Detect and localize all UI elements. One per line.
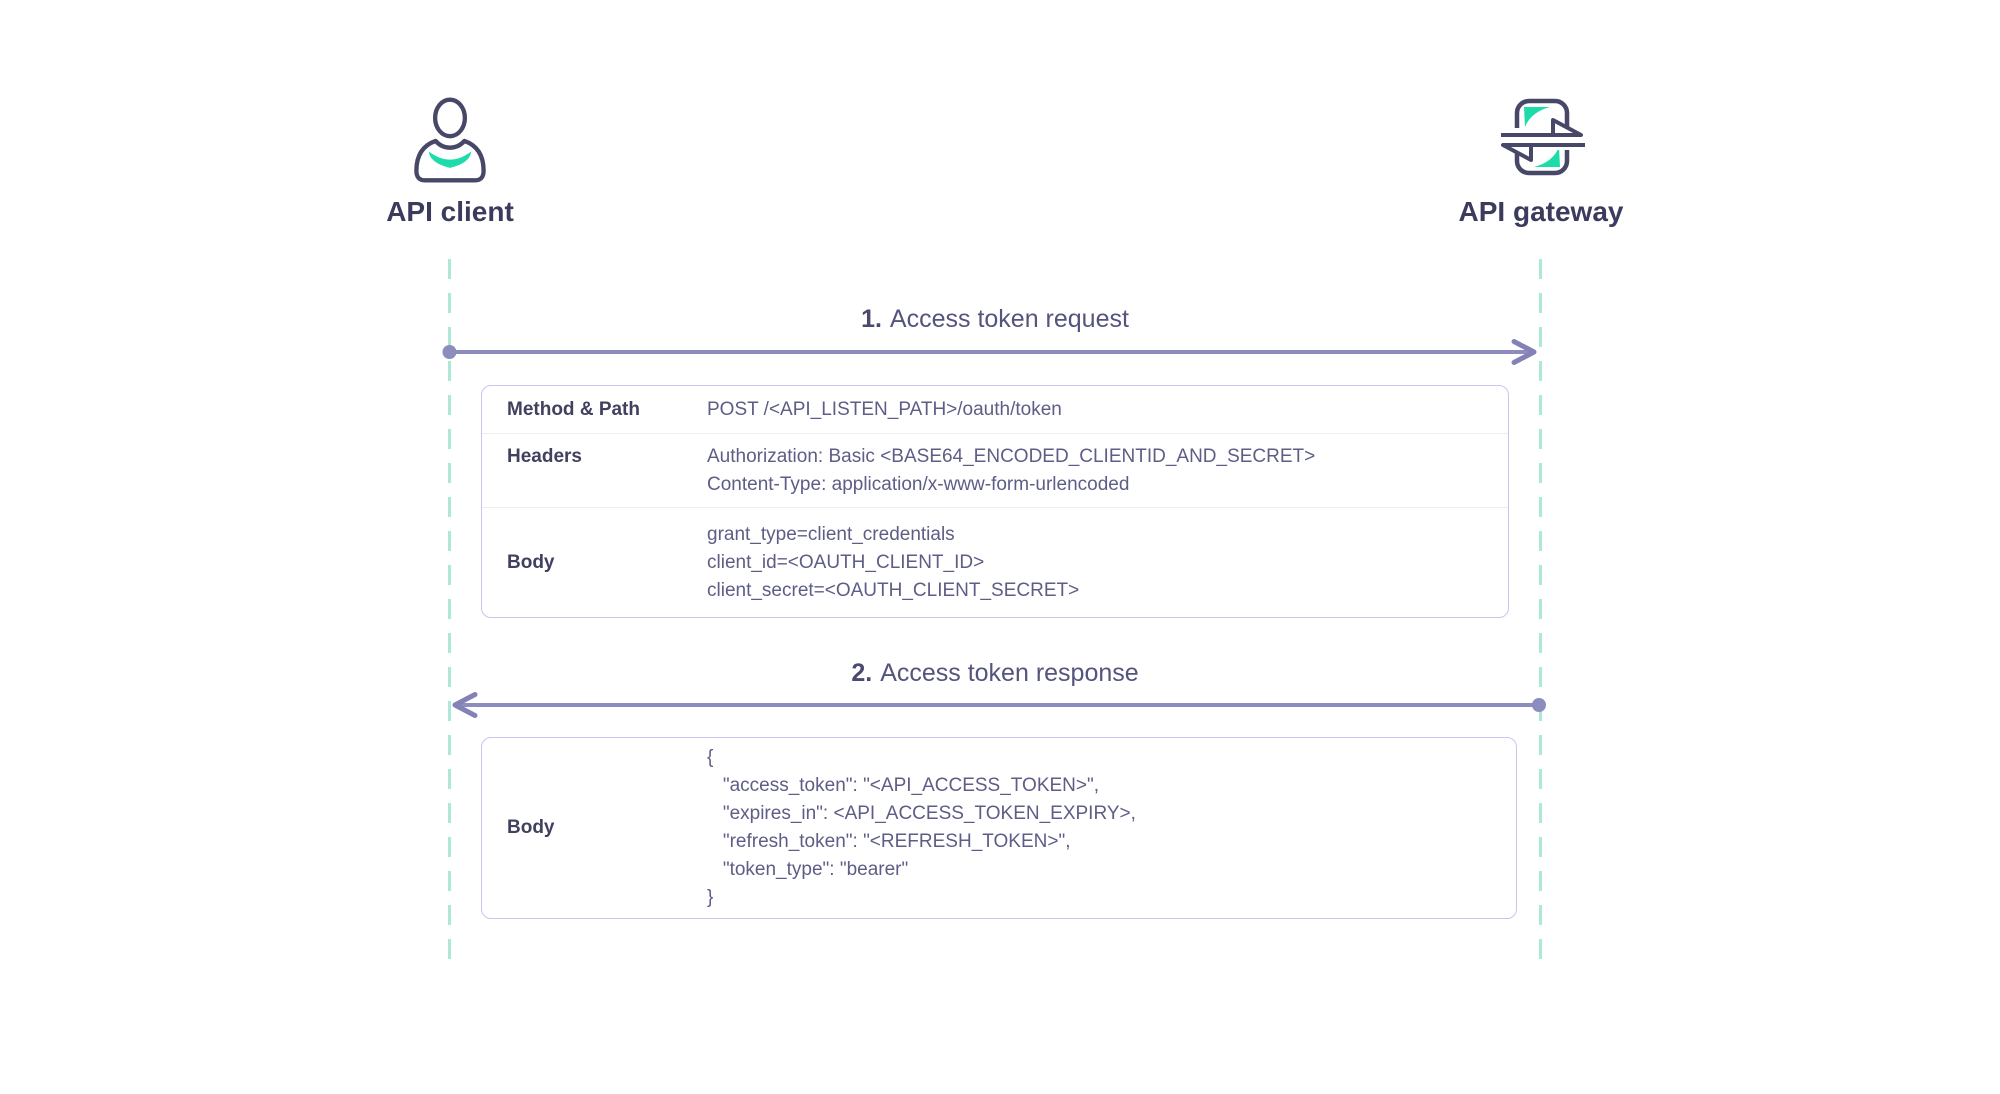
value-line: "access_token": "<API_ACCESS_TOKEN>",	[707, 775, 1100, 796]
lifeline-client	[448, 259, 451, 960]
value-line: {	[707, 747, 714, 768]
response-arrow	[452, 692, 1546, 718]
row-label: Method & Path	[507, 398, 640, 420]
value-line: "expires_in": <API_ACCESS_TOKEN_EXPIRY>,	[707, 803, 1136, 824]
table-row: Method & Path POST /<API_LISTEN_PATH>/oa…	[482, 386, 1508, 433]
actor-client-label: API client	[386, 196, 514, 227]
response-table: Body { "access_token": "<API_ACCESS_TOKE…	[481, 737, 1517, 919]
table-row: Headers Authorization: Basic <BASE64_ENC…	[482, 433, 1508, 507]
row-value: grant_type=client_credentials client_id=…	[707, 521, 1483, 605]
step-1-title: 1.Access token request	[445, 303, 1545, 335]
actor-gateway: API gateway	[1431, 92, 1651, 228]
value-line: Authorization: Basic <BASE64_ENCODED_CLI…	[707, 446, 1316, 467]
value-line: "refresh_token": "<REFRESH_TOKEN>",	[707, 831, 1071, 852]
table-row: Body grant_type=client_credentials clien…	[482, 507, 1508, 617]
value-line: client_id=<OAUTH_CLIENT_ID>	[707, 551, 985, 573]
request-table: Method & Path POST /<API_LISTEN_PATH>/oa…	[481, 385, 1509, 618]
value-line: }	[707, 887, 714, 908]
value-line: grant_type=client_credentials	[707, 523, 955, 545]
step-2-text: Access token response	[880, 659, 1139, 687]
row-value: POST /<API_LISTEN_PATH>/oauth/token	[707, 396, 1483, 424]
step-1-text: Access token request	[889, 305, 1129, 333]
user-icon	[414, 97, 486, 183]
row-value: Authorization: Basic <BASE64_ENCODED_CLI…	[707, 443, 1483, 499]
request-arrow	[442, 339, 1537, 365]
row-label: Body	[507, 551, 555, 573]
table-row: Body { "access_token": "<API_ACCESS_TOKE…	[482, 738, 1516, 918]
value-line: "token_type": "bearer"	[707, 859, 909, 880]
value-line: client_secret=<OAUTH_CLIENT_SECRET>	[707, 579, 1080, 601]
gateway-icon	[1499, 98, 1585, 176]
lifeline-gateway	[1539, 259, 1542, 960]
step-1-number: 1.	[861, 305, 882, 333]
value-line: POST /<API_LISTEN_PATH>/oauth/token	[707, 398, 1062, 420]
step-2-number: 2.	[851, 659, 873, 687]
value-line: Content-Type: application/x-www-form-url…	[707, 474, 1130, 495]
row-label: Headers	[507, 446, 582, 467]
actor-gateway-label: API gateway	[1458, 196, 1624, 227]
actor-client: API client	[340, 92, 560, 228]
row-value: { "access_token": "<API_ACCESS_TOKEN>", …	[707, 744, 1491, 912]
step-2-title: 2.Access token response	[445, 657, 1545, 689]
row-label: Body	[507, 817, 555, 838]
